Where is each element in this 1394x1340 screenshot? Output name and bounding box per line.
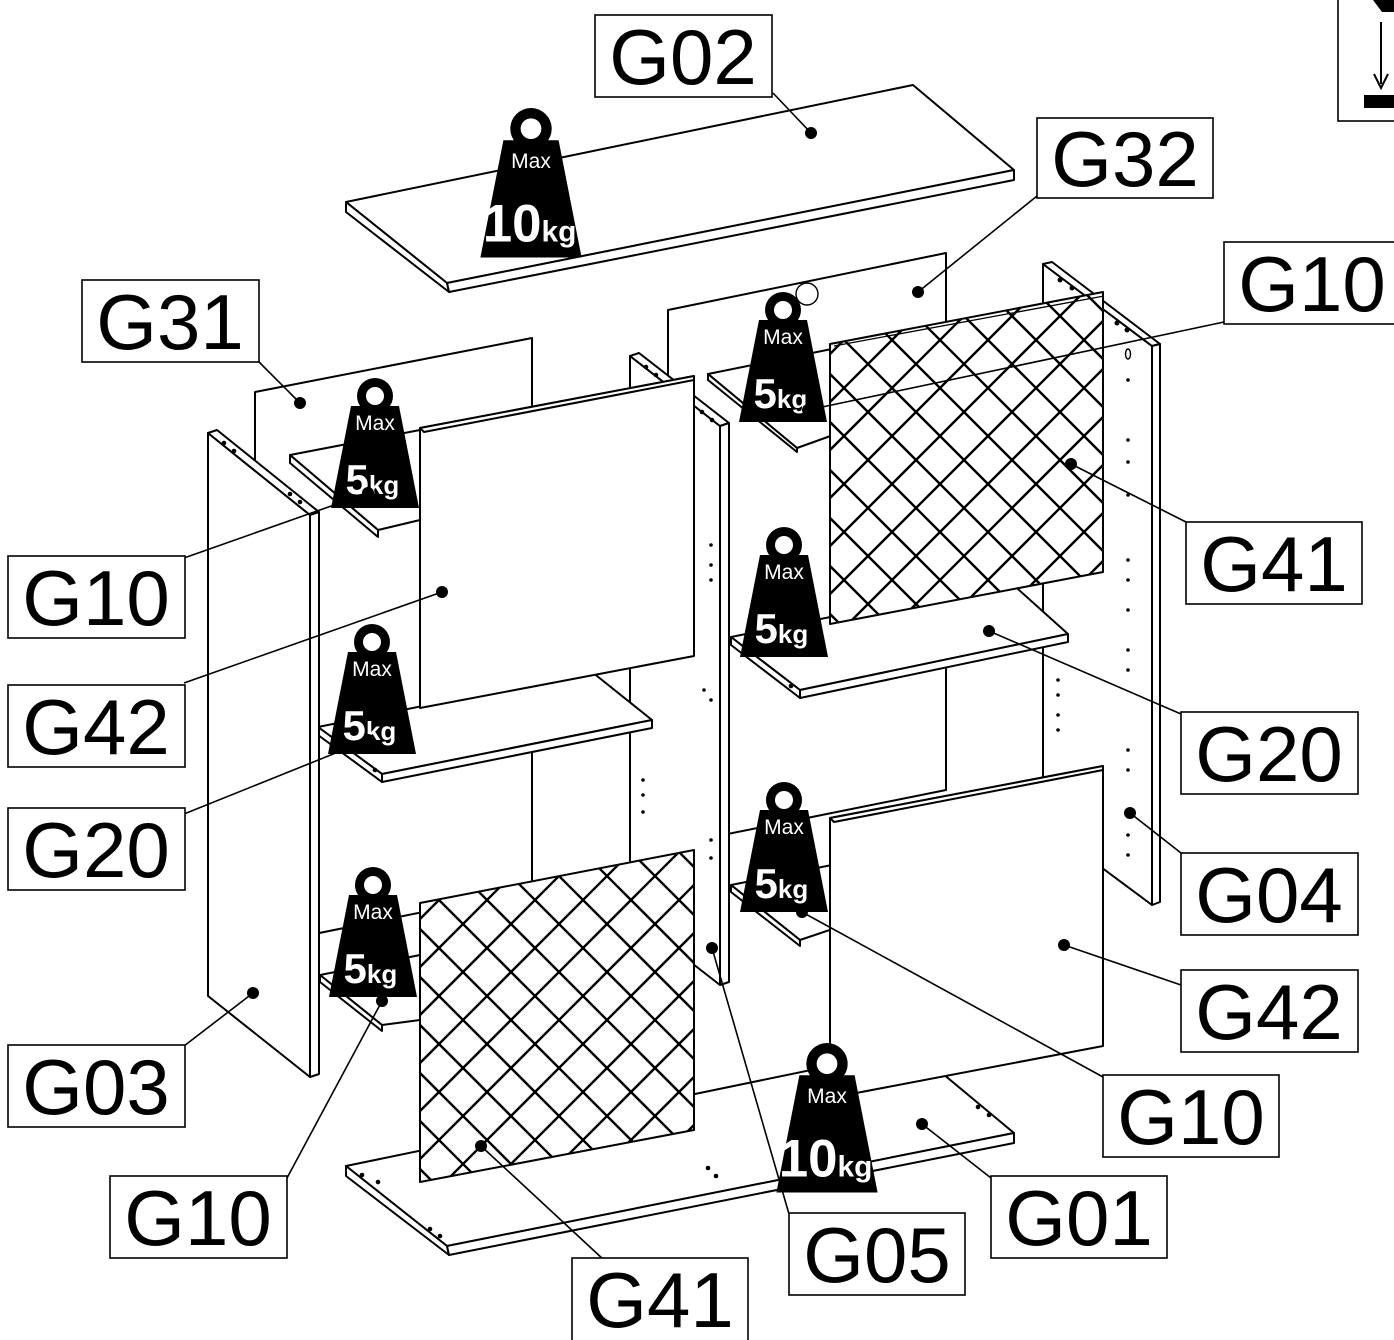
part-label-g04: G04 <box>1180 851 1359 939</box>
part-label-g42-left: G42 <box>7 683 186 771</box>
side-panel-left-g03 <box>207 429 320 1078</box>
part-label-g02: G02 <box>594 13 773 101</box>
svg-text:Max: Max <box>352 658 392 681</box>
part-label-g20-left: G20 <box>7 806 186 894</box>
cam-lock-icon <box>795 282 819 306</box>
part-label-g42-right: G42 <box>1180 968 1359 1056</box>
max-load-weight-icon: Max 5kg <box>329 867 417 997</box>
max-load-weight-icon: Max 10kg <box>480 108 582 258</box>
svg-text:5kg: 5kg <box>344 945 398 992</box>
svg-text:G32: G32 <box>1051 115 1198 203</box>
svg-text:G41: G41 <box>1200 520 1347 608</box>
part-label-g03: G03 <box>7 1043 186 1131</box>
svg-text:5kg: 5kg <box>343 702 397 749</box>
svg-text:10kg: 10kg <box>483 194 577 253</box>
orientation-icon <box>1337 0 1394 122</box>
svg-text:Max: Max <box>355 412 395 435</box>
part-label-g41-right: G41 <box>1185 520 1363 608</box>
svg-text:10kg: 10kg <box>779 1129 873 1188</box>
max-load-weight-icon: Max 10kg <box>776 1043 878 1193</box>
svg-text:G10: G10 <box>22 554 169 642</box>
svg-text:Max: Max <box>763 326 803 349</box>
door-left-lattice-g41 <box>419 849 695 1183</box>
svg-text:G42: G42 <box>1195 968 1342 1056</box>
max-load-weight-icon: Max 5kg <box>739 292 827 422</box>
svg-text:G20: G20 <box>1195 710 1342 798</box>
part-label-g10-bottom-left: G10 <box>109 1174 288 1262</box>
door-right-plain-g42 <box>829 765 1104 1099</box>
svg-text:G03: G03 <box>22 1043 169 1131</box>
svg-text:G10: G10 <box>1238 240 1385 328</box>
svg-text:G41: G41 <box>586 1256 733 1340</box>
svg-text:G01: G01 <box>1005 1174 1152 1262</box>
svg-text:G04: G04 <box>1195 851 1342 939</box>
svg-text:G31: G31 <box>96 278 243 366</box>
shelf-right-middle-g20 <box>730 580 1069 699</box>
leader-lines <box>183 92 1225 1261</box>
svg-text:Max: Max <box>353 901 393 924</box>
svg-text:G20: G20 <box>22 806 169 894</box>
svg-text:Max: Max <box>764 561 804 584</box>
max-load-weight-icon: Max 5kg <box>740 527 828 657</box>
max-load-weight-icon: Max 5kg <box>740 782 828 912</box>
part-label-g05: G05 <box>788 1211 966 1299</box>
svg-text:Max: Max <box>764 816 804 839</box>
part-label-g31: G31 <box>81 278 260 366</box>
max-load-weight-icon: Max 5kg <box>328 624 416 754</box>
svg-text:5kg: 5kg <box>755 860 809 907</box>
svg-text:G10: G10 <box>1117 1073 1264 1161</box>
part-label-g10-bottom-right: G10 <box>1102 1073 1280 1161</box>
part-label-g01: G01 <box>990 1174 1168 1262</box>
svg-text:5kg: 5kg <box>755 605 809 652</box>
svg-text:G42: G42 <box>22 683 169 771</box>
svg-text:Max: Max <box>807 1085 847 1108</box>
svg-text:G10: G10 <box>124 1174 271 1262</box>
door-left-plain-g42 <box>419 375 695 709</box>
svg-text:G02: G02 <box>609 13 756 101</box>
svg-text:Max: Max <box>511 150 551 173</box>
part-label-g32: G32 <box>1036 115 1214 203</box>
part-label-g10-top-right: G10 <box>1223 240 1394 328</box>
svg-text:5kg: 5kg <box>754 370 808 417</box>
part-label-g41-bottom: G41 <box>571 1256 749 1340</box>
svg-text:G05: G05 <box>803 1211 950 1299</box>
part-label-g10-left: G10 <box>7 554 186 642</box>
part-label-g20-right: G20 <box>1180 710 1359 798</box>
